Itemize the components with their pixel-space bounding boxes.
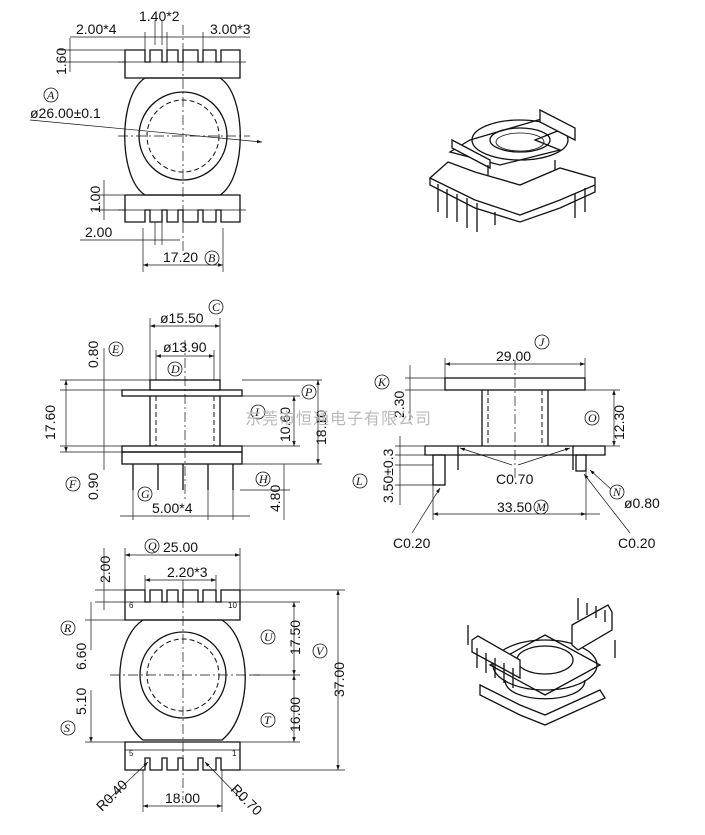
label-i-circle [250,404,266,420]
label-i: I [254,405,260,419]
label-c: C [212,300,221,314]
dim-left-pitch: 2.00*4 [76,21,117,37]
dim-chamfer-right: C0.20 [618,535,656,551]
pin-number-6: 6 [129,601,134,610]
dim-chamfer-left: C0.20 [393,535,431,551]
watermark: 东莞市恒通电子有限公司 [245,409,432,428]
dim-pin-pitch: 5.00*4 [152,500,193,516]
label-f: F [68,477,77,491]
label-u-circle [260,629,276,645]
dim-d-dia: ø13.90 [163,339,207,355]
dim-p-height: 18.10 [313,410,329,445]
dim-chamfer-mid: C0.70 [496,471,534,487]
dim-f-height: 0.90 [85,473,101,500]
label-d: D [170,362,180,376]
label-p: P [304,385,313,399]
label-j-circle [534,334,550,350]
label-e-circle [108,341,124,357]
dim-c-dia: ø15.50 [160,310,204,326]
dim-diameter: ø26.00±0.1 [30,105,101,121]
label-b: B [208,251,216,265]
bottom-view: 6 10 5 1 Q 25.00 2.20*3 2.00 R 6.60 5.10… [60,538,347,819]
dim-total-height: 17.60 [42,405,58,440]
dim-i-height: 10.60 [277,407,293,442]
dim-j-width: 29.00 [496,348,531,364]
dim-o-height: 12.30 [611,405,627,440]
label-k-circle [374,374,390,390]
label-h-circle [255,471,271,487]
top-view: 2.00*4 1.40*2 3.00*3 1.60 A ø26.00±0.1 1… [29,8,263,272]
label-d-circle [167,361,183,377]
label-l: L [355,474,363,488]
label-v-circle [312,643,328,659]
side-view: C ø15.50 ø13.90 D 0.80 E 17.60 0.90 F G … [42,299,329,520]
label-m: M [535,500,547,514]
dim-height-top: 1.60 [53,48,69,75]
label-p-circle [301,384,317,400]
label-o: O [588,411,597,425]
label-f-circle [65,476,81,492]
label-h: H [258,472,269,486]
dim-l-height: 3.50±0.3 [380,448,396,503]
dim-r-height: 6.60 [73,643,89,670]
label-g-circle [137,486,153,502]
dim-m-width: 33.50 [497,499,532,515]
label-r-circle [60,620,76,636]
label-s: S [64,721,70,735]
label-b-circle [204,250,220,266]
dim-h-height: 4.80 [267,485,283,512]
dim-h-top: 2.00 [97,556,113,583]
label-t: T [264,713,272,727]
label-a: A [46,88,55,102]
label-q-circle [144,538,160,554]
label-q: Q [148,539,157,553]
iso-view-bottom [467,598,616,726]
label-u: U [264,630,274,644]
label-v: V [316,644,325,658]
dim-width-pin: 2.00 [85,224,112,240]
label-m-circle [533,499,549,515]
dim-w-width: 18.00 [165,790,200,806]
dim-width-b: 17.20 [163,249,198,265]
label-n: N [612,485,622,499]
label-n-circle [609,484,625,500]
dim-height-bottom: 1.00 [87,186,103,213]
label-c-circle [208,299,224,315]
label-k: K [377,375,387,389]
dim-pitch: 2.20*3 [167,564,208,580]
dim-r-left: R0.40 [93,776,131,814]
label-r: R [63,621,72,635]
pin-number-10: 10 [228,601,237,610]
label-s-circle [60,720,76,736]
label-o-circle [584,410,600,426]
dim-t-height: 16.00 [287,697,303,732]
pin-number-1: 1 [232,749,237,758]
dim-r-right: R0.70 [228,781,266,819]
dim-right-pitch: 3.00*3 [210,21,251,37]
label-e: E [111,342,120,356]
front-view: 29.00 J K 2.30 O 12.30 3.50±0.3 L C0.70 … [352,334,660,551]
label-g: G [141,487,150,501]
dim-v-height: 37.00 [331,662,347,697]
label-j: J [539,335,545,349]
dim-s-height: 5.10 [73,688,89,715]
label-a-circle [43,87,59,103]
dim-q-width: 25.00 [163,539,198,555]
dim-mid-pitch: 1.40*2 [139,8,180,24]
iso-view-top [428,108,596,232]
dim-e-height: 0.80 [85,341,101,368]
label-t-circle [260,712,276,728]
dim-k-height: 2.30 [391,391,407,418]
dim-n-dia: ø0.80 [624,495,660,511]
dim-u-height: 17.50 [287,620,303,655]
pin-number-5: 5 [129,749,134,758]
label-l-circle [352,473,368,489]
